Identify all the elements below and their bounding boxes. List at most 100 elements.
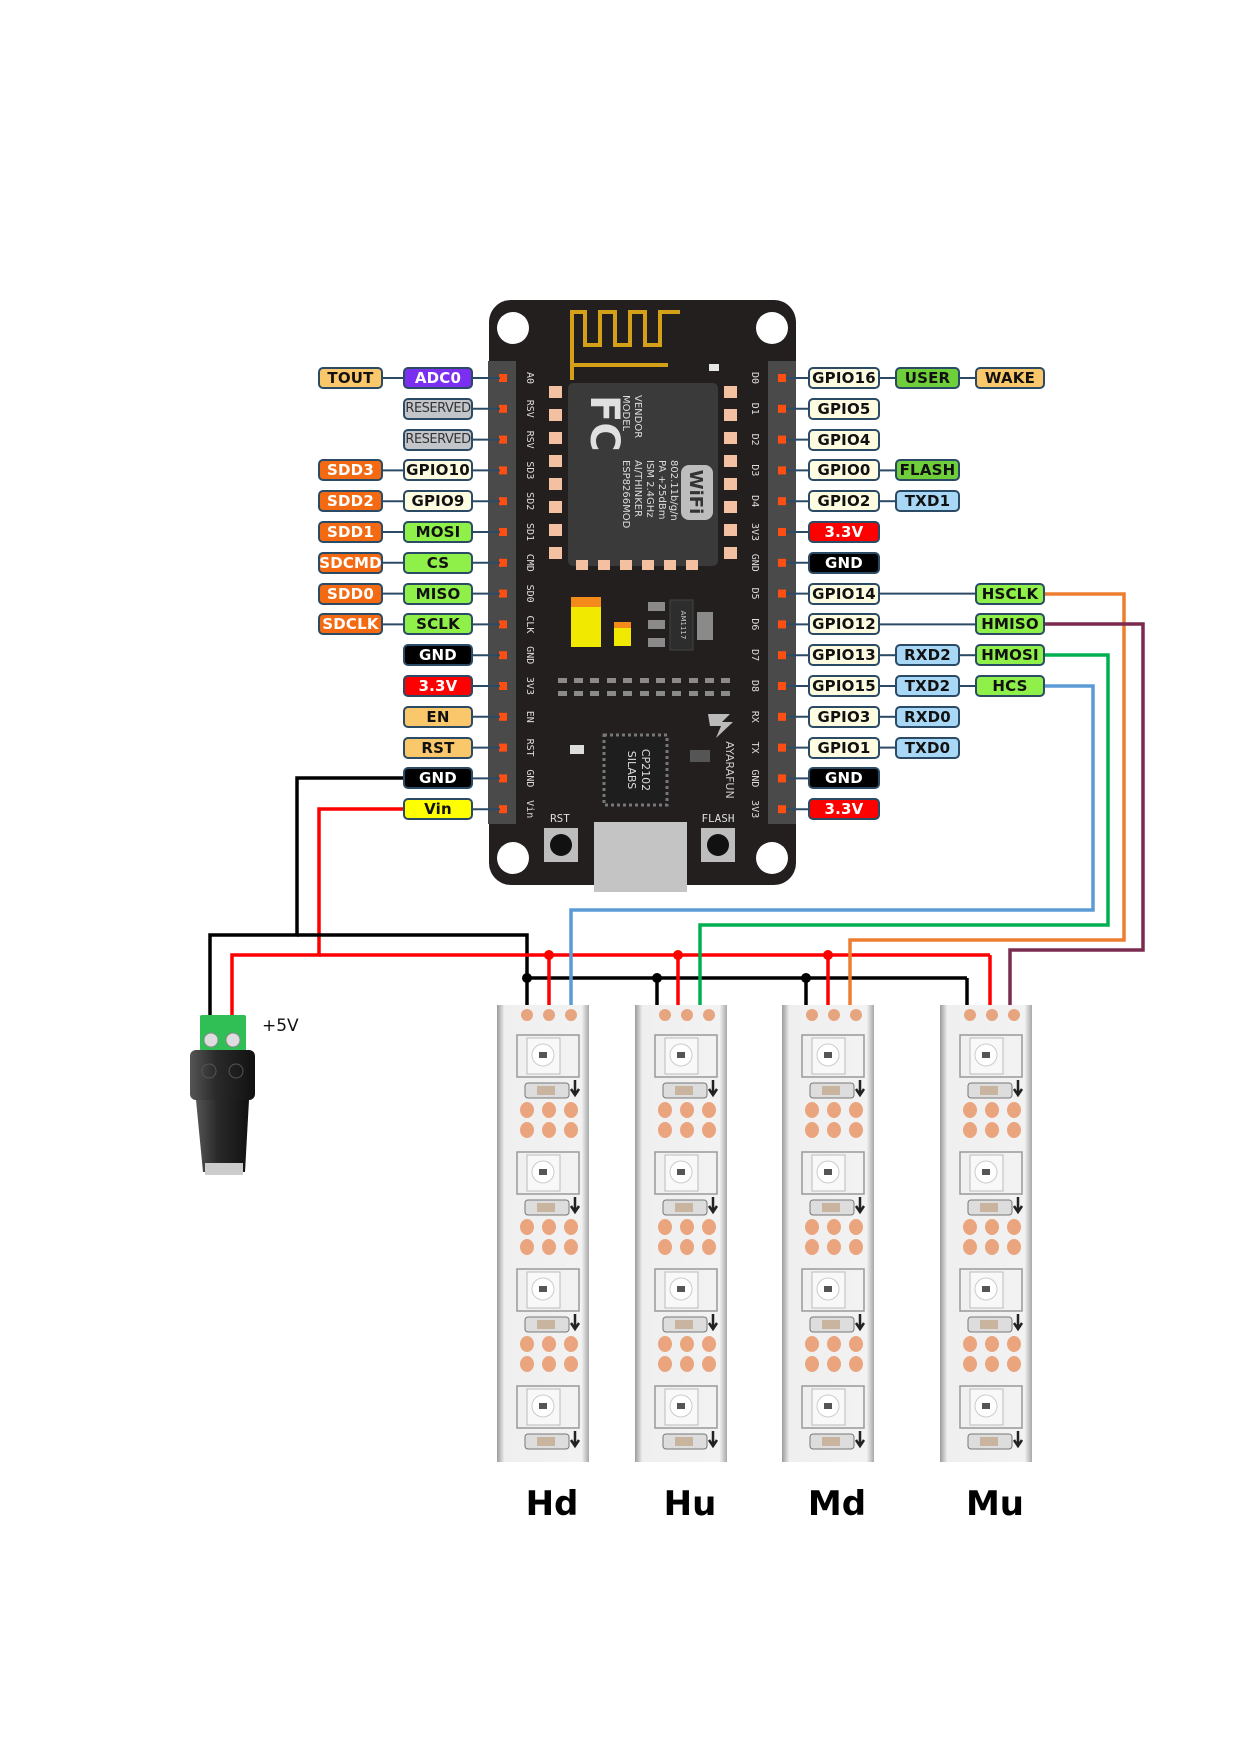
svg-text:AYARAFUN: AYARAFUN [723, 741, 736, 798]
pin-label-txd2: TXD2 [895, 675, 960, 697]
led-strip-hd [497, 1005, 589, 1462]
header-pin [778, 466, 786, 475]
silk-label: GND [749, 554, 760, 572]
reset-button[interactable]: RST [544, 812, 578, 862]
dc-barrel-jack [190, 1015, 255, 1175]
flash-button[interactable]: FLASH [701, 812, 735, 862]
power-label: +5V [262, 1016, 299, 1036]
smd-array [558, 678, 730, 696]
module-markings: FC MODEL VENDOR ESP8266MOD AI/THINKER IS… [581, 395, 713, 529]
svg-text:RST: RST [550, 812, 570, 825]
pin-label-miso: MISO [403, 582, 473, 605]
silk-label: SD0 [524, 585, 535, 603]
pin-label-user: USER [895, 367, 960, 389]
nodemcu-board: FC MODEL VENDOR ESP8266MOD AI/THINKER IS… [488, 300, 796, 892]
header-pin [499, 743, 507, 752]
strip-pad-5v [681, 1009, 693, 1021]
pin-label-hsclk: HSCLK [975, 582, 1045, 605]
silk-label: GND [749, 769, 760, 787]
pin-label-wake: WAKE [975, 367, 1045, 389]
gnd-wire [208, 776, 405, 1015]
svg-text:AM1117: AM1117 [679, 611, 687, 640]
header-pin [499, 589, 507, 598]
pin-label-sdd3: SDD3 [318, 459, 383, 482]
strip-pad-gnd [964, 1009, 976, 1021]
silk-label: 3V3 [749, 523, 760, 541]
pin-label-txd0: TXD0 [895, 736, 960, 759]
strip-pad-5v [828, 1009, 840, 1021]
svg-text:ESP8266MOD: ESP8266MOD [620, 460, 631, 529]
usb-uart-chip [602, 733, 669, 807]
svg-text:SILABS: SILABS [625, 751, 638, 789]
pin-label-sdd1: SDD1 [318, 521, 383, 543]
pin-connectors [383, 377, 975, 811]
pin-label-tout: TOUT [318, 367, 383, 389]
svg-text:VENDOR: VENDOR [632, 395, 643, 438]
silk-label: GND [524, 646, 535, 664]
silk-label: D2 [749, 434, 760, 446]
mounting-hole [497, 842, 529, 874]
svg-text:FLASH: FLASH [701, 812, 734, 825]
pin-label-rxd0: RXD0 [895, 705, 960, 728]
pin-label-cs: CS [403, 551, 473, 574]
silk-label: GND [524, 769, 535, 787]
pin-label-sdd2: SDD2 [318, 490, 383, 513]
header-pin [778, 774, 786, 783]
pin-label-gpio1: GPIO1 [808, 736, 880, 759]
header-pin [778, 589, 786, 598]
strip-label-hu: Hu [663, 1484, 717, 1524]
svg-text:CP2102: CP2102 [639, 749, 652, 791]
antenna-trace [570, 310, 680, 380]
fcc-mark: FC [581, 395, 627, 452]
pin-label-hcs: HCS [975, 675, 1045, 697]
strip-label-mu: Mu [965, 1484, 1025, 1524]
strip-pad-din [1008, 1009, 1020, 1021]
silk-left: A0RSVRSVSD3SD2SD1CMDSD0CLKGND3V3ENRSTGND… [524, 372, 535, 818]
pin-label-txd1: TXD1 [895, 490, 960, 513]
silk-label: SD2 [524, 492, 535, 510]
pin-label-gpio16: GPIO16 [808, 367, 880, 389]
svg-text:802.11b/g/n: 802.11b/g/n [668, 460, 679, 521]
silk-label: TX [749, 742, 760, 754]
mounting-hole [756, 312, 788, 344]
header-pin [778, 558, 786, 567]
header-pin [778, 743, 786, 752]
silk-label: SD1 [524, 523, 535, 541]
svg-text:AI/THINKER: AI/THINKER [632, 460, 643, 517]
pin-label-gpio14: GPIO14 [808, 582, 880, 605]
header-pins [499, 374, 786, 814]
vin-wire [230, 807, 405, 1015]
header-pin [778, 435, 786, 444]
header-pin [499, 774, 507, 783]
silk-label: EN [524, 711, 535, 723]
strip-pad-gnd [659, 1009, 671, 1021]
strip-label-md: Md [807, 1484, 867, 1524]
silk-label: RX [749, 711, 760, 723]
header-pin [499, 558, 507, 567]
header-pin [499, 651, 507, 660]
strip-pad-din [703, 1009, 715, 1021]
led-strip-mu [940, 1005, 1032, 1462]
header-pin [499, 620, 507, 629]
header-pin [778, 528, 786, 536]
voltage-regulator [669, 599, 694, 651]
led-strip-md [782, 1005, 874, 1462]
pin-label-reserved: RESERVED [403, 428, 473, 451]
pin-label-sdd0: SDD0 [318, 582, 383, 605]
pin-label-gnd: GND [808, 551, 880, 574]
header-pin [499, 466, 507, 475]
pin-label-hmiso: HMISO [975, 613, 1045, 636]
svg-text:ISM 2.4GHz: ISM 2.4GHz [644, 460, 655, 518]
pin-label-gpio3: GPIO3 [808, 705, 880, 728]
pin-label-vin: Vin [403, 798, 473, 821]
wires [208, 592, 1145, 1015]
pin-label-sdcmd: SDCMD [318, 551, 383, 574]
header-pin [499, 712, 507, 721]
silk-label: D7 [749, 649, 760, 661]
led-strip-hu [635, 1005, 727, 1462]
header-pin [499, 374, 507, 382]
pin-label-rxd2: RXD2 [895, 644, 960, 667]
header-pin [778, 620, 786, 629]
